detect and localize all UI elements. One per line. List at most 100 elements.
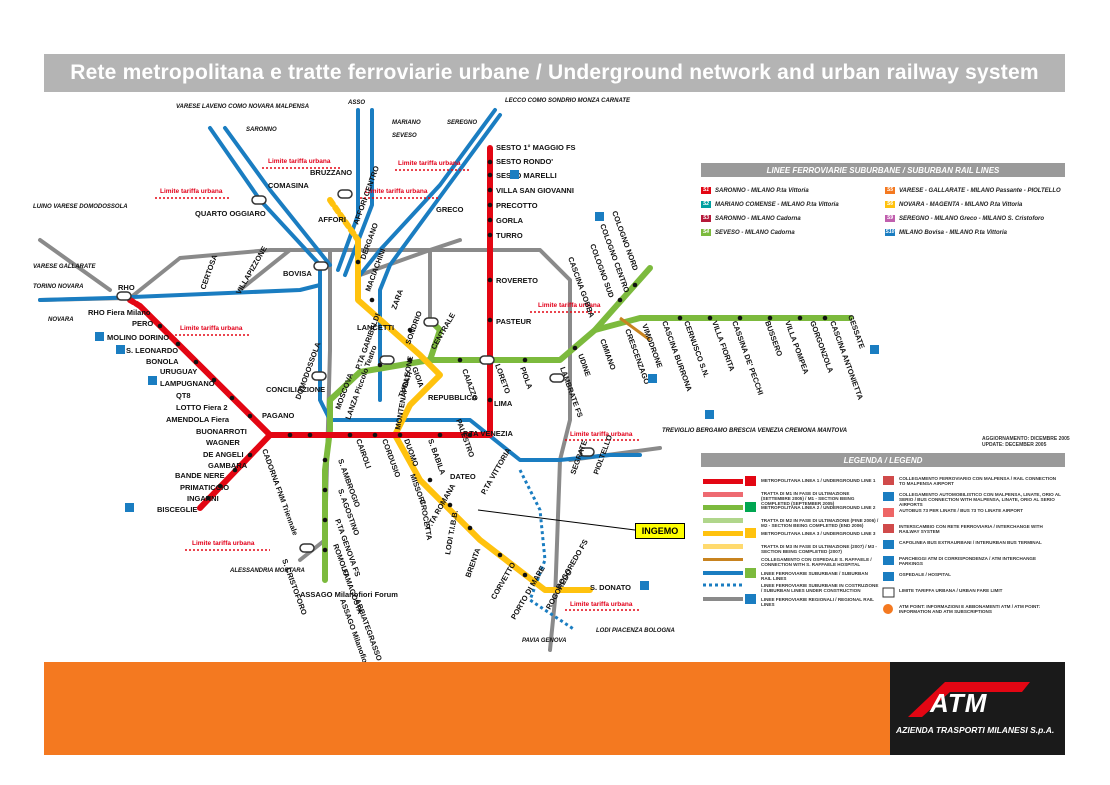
line-badge: S3 — [701, 215, 711, 222]
line-badge: S10 — [885, 229, 895, 236]
svg-text:CERTOSA: CERTOSA — [198, 253, 219, 291]
svg-text:DE ANGELI: DE ANGELI — [203, 450, 244, 459]
svg-text:INGANNI: INGANNI — [187, 494, 219, 503]
interchange-rings — [116, 189, 595, 553]
svg-text:PAVIA GENOVA: PAVIA GENOVA — [522, 638, 566, 644]
svg-text:WAGNER: WAGNER — [206, 438, 240, 447]
svg-text:ROVERETO: ROVERETO — [496, 276, 538, 285]
svg-text:BRUZZANO: BRUZZANO — [310, 168, 352, 177]
svg-text:NOVARA: NOVARA — [48, 317, 74, 323]
svg-text:CAIROLI: CAIROLI — [354, 438, 373, 470]
svg-text:GORLA: GORLA — [496, 216, 524, 225]
svg-text:BISCEGLIE: BISCEGLIE — [157, 505, 197, 514]
svg-text:DATEO: DATEO — [450, 472, 476, 481]
svg-text:VILLA POMPEA: VILLA POMPEA — [783, 320, 811, 376]
svg-text:Limite tariffa urbana: Limite tariffa urbana — [192, 540, 255, 547]
legend-item: COLLEGAMENTO FERROVIARIO CON MALPENSA / … — [899, 476, 1057, 486]
svg-text:SONDRIO: SONDRIO — [403, 310, 423, 346]
svg-text:ZARA: ZARA — [389, 287, 405, 310]
svg-text:PAGANO: PAGANO — [262, 411, 295, 420]
legend-item: TRATTA DI M2 IN FASE DI ULTIMAZIONE (FIN… — [761, 518, 879, 528]
suburban-panel-header: LINEE FERROVIARIE SUBURBANE / SUBURBAN R… — [701, 163, 1065, 177]
legend-item: LIMITE TARIFFA URBANA / URBAN FARE LIMIT — [899, 588, 1003, 593]
svg-text:S. BABILA: S. BABILA — [426, 438, 447, 477]
legend-item: COLLEGAMENTO AUTOMOBILISTICO CON MALPENS… — [899, 492, 1061, 507]
legend-item: OSPEDALE / HOSPITAL — [899, 572, 951, 577]
san-raffaele-link — [619, 316, 651, 342]
svg-text:CONCILIAZIONE: CONCILIAZIONE — [266, 385, 325, 394]
svg-text:Limite tariffa urbana: Limite tariffa urbana — [268, 158, 331, 165]
line-badge: S6 — [885, 201, 895, 208]
fare-limits — [155, 167, 640, 611]
legend-item: COLLEGAMENTO CON OSPEDALE S. RAFFAELE / … — [761, 557, 872, 567]
svg-text:LIMA: LIMA — [494, 399, 513, 408]
svg-text:QT8: QT8 — [176, 391, 191, 400]
svg-text:CENTRALE: CENTRALE — [429, 311, 457, 351]
svg-text:PASTEUR: PASTEUR — [496, 317, 532, 326]
svg-text:S. CRISTOFORO: S. CRISTOFORO — [280, 558, 309, 617]
svg-text:BOVISA: BOVISA — [283, 269, 312, 278]
svg-text:CADORNA FNM Triennale: CADORNA FNM Triennale — [260, 448, 300, 537]
logo-name: ATM — [930, 688, 988, 718]
svg-text:CASSINA DE' PECCHI: CASSINA DE' PECCHI — [730, 320, 765, 397]
svg-text:SARONNO: SARONNO — [246, 127, 277, 133]
svg-text:LORETO: LORETO — [493, 363, 512, 395]
legend-item: CAPOLINEA BUS EXTRAURBANI / INTERURBAN B… — [899, 540, 1042, 545]
svg-text:TREVIGLIO BERGAMO BRESCIA VENE: TREVIGLIO BERGAMO BRESCIA VENEZIA CREMON… — [662, 428, 847, 434]
svg-text:Limite tariffa urbana: Limite tariffa urbana — [538, 302, 601, 309]
legend-item: INTERSCAMBIO CON RETE FERROVIARIA / INTE… — [899, 524, 1043, 534]
station-labels: RHO Fiera Milano PERO MOLINO DORINO S. L… — [88, 143, 631, 599]
svg-text:Limite tariffa urbana: Limite tariffa urbana — [180, 325, 243, 332]
svg-text:BRENTA: BRENTA — [463, 546, 482, 578]
svg-text:VARESE LAVENO COMO NOVARA MALP: VARESE LAVENO COMO NOVARA MALPENSA — [176, 104, 309, 110]
legend-item: LINEE FERROVIARIE REGIONALI / REGIONAL R… — [761, 597, 874, 607]
atm-logo: ATM AZIENDA TRASPORTI MILANESI S.p.A. — [890, 662, 1065, 755]
svg-text:LUINO VARESE DOMODOSSOLA: LUINO VARESE DOMODOSSOLA — [33, 204, 128, 210]
svg-text:AFFORI: AFFORI — [318, 215, 346, 224]
svg-text:LODI PIACENZA BOLOGNA: LODI PIACENZA BOLOGNA — [596, 628, 675, 634]
svg-text:ALESSANDRIA MORTARA: ALESSANDRIA MORTARA — [229, 568, 305, 574]
svg-text:PERO: PERO — [132, 319, 153, 328]
svg-text:LODI T.I.B.B.: LODI T.I.B.B. — [443, 509, 460, 555]
svg-text:ASSO: ASSO — [347, 100, 365, 106]
hospital-icon — [705, 410, 714, 419]
svg-text:URUGUAY: URUGUAY — [160, 367, 197, 376]
svg-text:Limite tariffa urbana: Limite tariffa urbana — [160, 188, 223, 195]
svg-text:PORTO DI MARE: PORTO DI MARE — [509, 564, 547, 621]
svg-text:SESTO 1° MAGGIO FS: SESTO 1° MAGGIO FS — [496, 143, 576, 152]
legend-item: TRATTA DI M1 IN FASE DI ULTIMAZIONE (SET… — [761, 491, 855, 506]
svg-text:REPUBBLICA: REPUBBLICA — [428, 393, 478, 402]
svg-text:Limite tariffa urbana: Limite tariffa urbana — [365, 188, 428, 195]
svg-text:BUONARROTI: BUONARROTI — [196, 427, 247, 436]
line-badge: S4 — [701, 229, 711, 236]
legend-item: METROPOLITANA LINEA 3 / UNDERGROUND LINE… — [761, 531, 876, 536]
svg-text:PRECOTTO: PRECOTTO — [496, 201, 538, 210]
svg-text:VILLA SAN GIOVANNI: VILLA SAN GIOVANNI — [496, 186, 574, 195]
svg-text:SESTO RONDO': SESTO RONDO' — [496, 157, 553, 166]
svg-text:SEVESO: SEVESO — [392, 133, 417, 139]
svg-text:GRECO: GRECO — [436, 205, 464, 214]
legend-item: LINEE FERROVIARIE SUBURBANE / SUBURBAN R… — [761, 571, 868, 581]
line-m1 — [127, 145, 493, 511]
legend-item: TRATTA DI M3 IN FASE DI ULTIMAZIONE (200… — [761, 544, 877, 554]
line-badge: S5 — [885, 187, 895, 194]
svg-text:LANCETTI: LANCETTI — [357, 323, 394, 332]
svg-text:ROGOREDO FS: ROGOREDO FS — [554, 538, 590, 591]
svg-text:VARESE GALLARATE: VARESE GALLARATE — [33, 264, 96, 270]
orange-band — [44, 662, 890, 755]
svg-text:SEREGNO: SEREGNO — [447, 120, 477, 126]
logo-mark — [908, 682, 1030, 717]
legend-item: AUTOBUS 73 PER LINATE / BUS 73 TO LINATE… — [899, 508, 1024, 513]
svg-text:CIMIANO: CIMIANO — [598, 338, 618, 372]
svg-text:TURRO: TURRO — [496, 231, 523, 240]
legend-item: ATM POINT: INFORMAZIONI E ABBONAMENTI AT… — [899, 604, 1041, 614]
svg-text:SESTO MARELLI: SESTO MARELLI — [496, 171, 557, 180]
svg-text:LAMPUGNANO: LAMPUGNANO — [160, 379, 215, 388]
